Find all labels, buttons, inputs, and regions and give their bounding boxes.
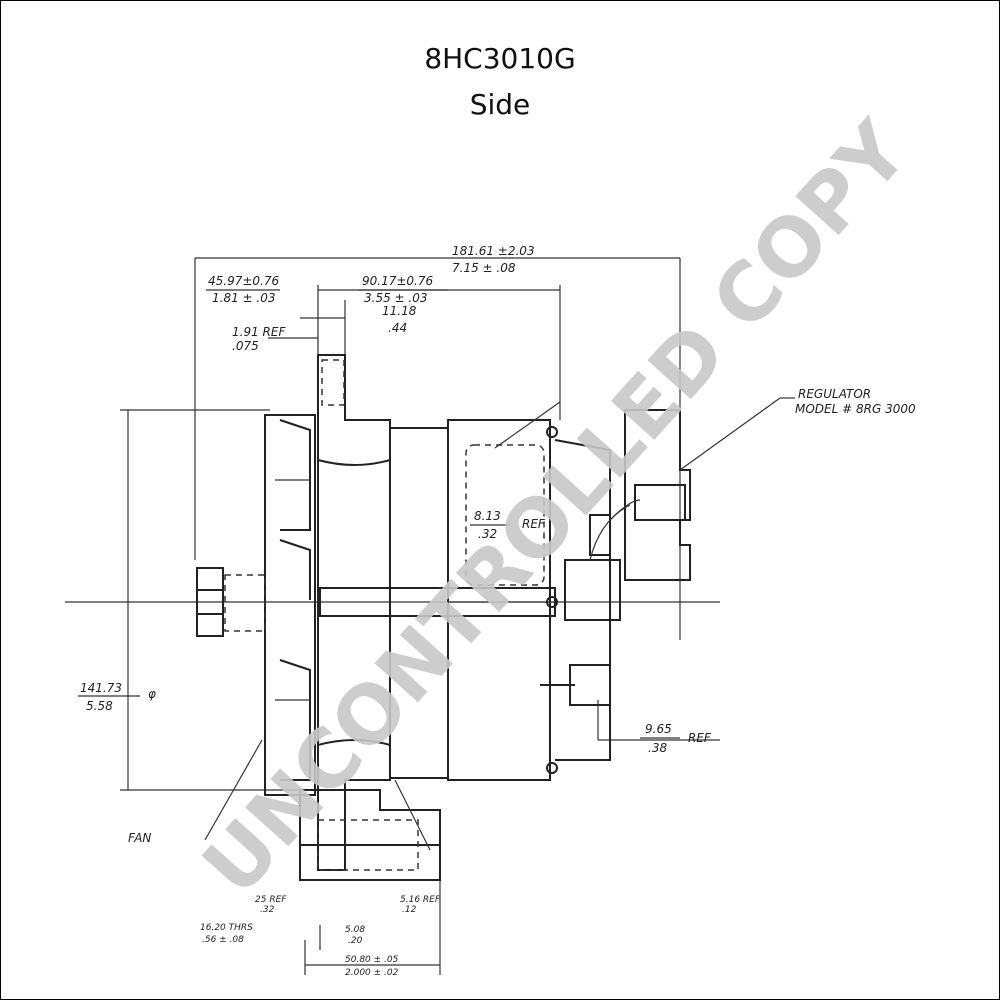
regulator-model-label: MODEL # 8RG 3000 [795,402,916,416]
dim-front-in: 1.81 ± .03 [212,291,276,305]
regulator [589,409,691,581]
dim-ref1-mm: 1.91 REF [232,325,286,339]
dim-term-in: .38 [648,741,667,755]
dim-front-mm: 45.97±0.76 [208,274,279,288]
stator-body [389,419,558,781]
dim-ref2-tag: REF [522,517,546,531]
dim-mount-b-in: .12 [402,905,417,915]
dimension-labels: 45.97±0.76 1.81 ± .03 90.17±0.76 3.55 ± … [78,244,712,978]
dim-ref2-mm: 8.13 [474,509,501,523]
dim-small-mm: 11.18 [382,304,417,318]
dim-mount-b-mm: 5.16 REF [400,895,441,905]
dim-mount-a-mm: 25 REF [255,895,287,905]
dim-slot-mm: 16.20 THRS [200,923,253,933]
dim-term-tag: REF [688,731,712,745]
regulator-label: REGULATOR [798,387,871,401]
dim-pulley-mm: 90.17±0.76 [362,274,433,288]
front-housing [317,354,391,871]
uncontrolled-copy-watermark: UNCONTROLLED COPY [185,104,927,913]
dim-overall-mm: 181.61 ±2.03 [452,244,535,258]
leader-lines [204,397,795,851]
dim-height-in: 5.58 [86,699,113,713]
dim-ref1-in: .075 [232,339,259,353]
dim-ref2-in: .32 [478,527,497,541]
fan-label: FAN [128,831,151,845]
callout-labels: REGULATOR MODEL # 8RG 3000 FAN [128,387,916,845]
dim-overall-in: 7.15 ± .08 [452,261,516,275]
drawing-title: 8HC3010G [424,42,576,75]
dim-slot-in: .56 ± .08 [202,935,244,945]
rear-housing [540,439,621,761]
dim-foot-in: 2.000 ± .02 [345,968,399,978]
drawing-subtitle: Side [469,88,531,121]
mounting-foot [299,789,441,881]
dim-bolt-in: .20 [348,936,363,946]
dim-height-mm: 141.73 [80,681,122,695]
dim-bolt-mm: 5.08 [345,925,365,935]
dim-term-mm: 9.65 [645,722,672,736]
dim-pulley-in: 3.55 ± .03 [364,291,428,305]
dim-foot-mm: 50.80 ± .05 [345,955,399,965]
dim-mount-a-in: .32 [260,905,275,915]
dim-height-sym: φ [148,687,156,701]
dim-small-in: .44 [388,321,407,335]
